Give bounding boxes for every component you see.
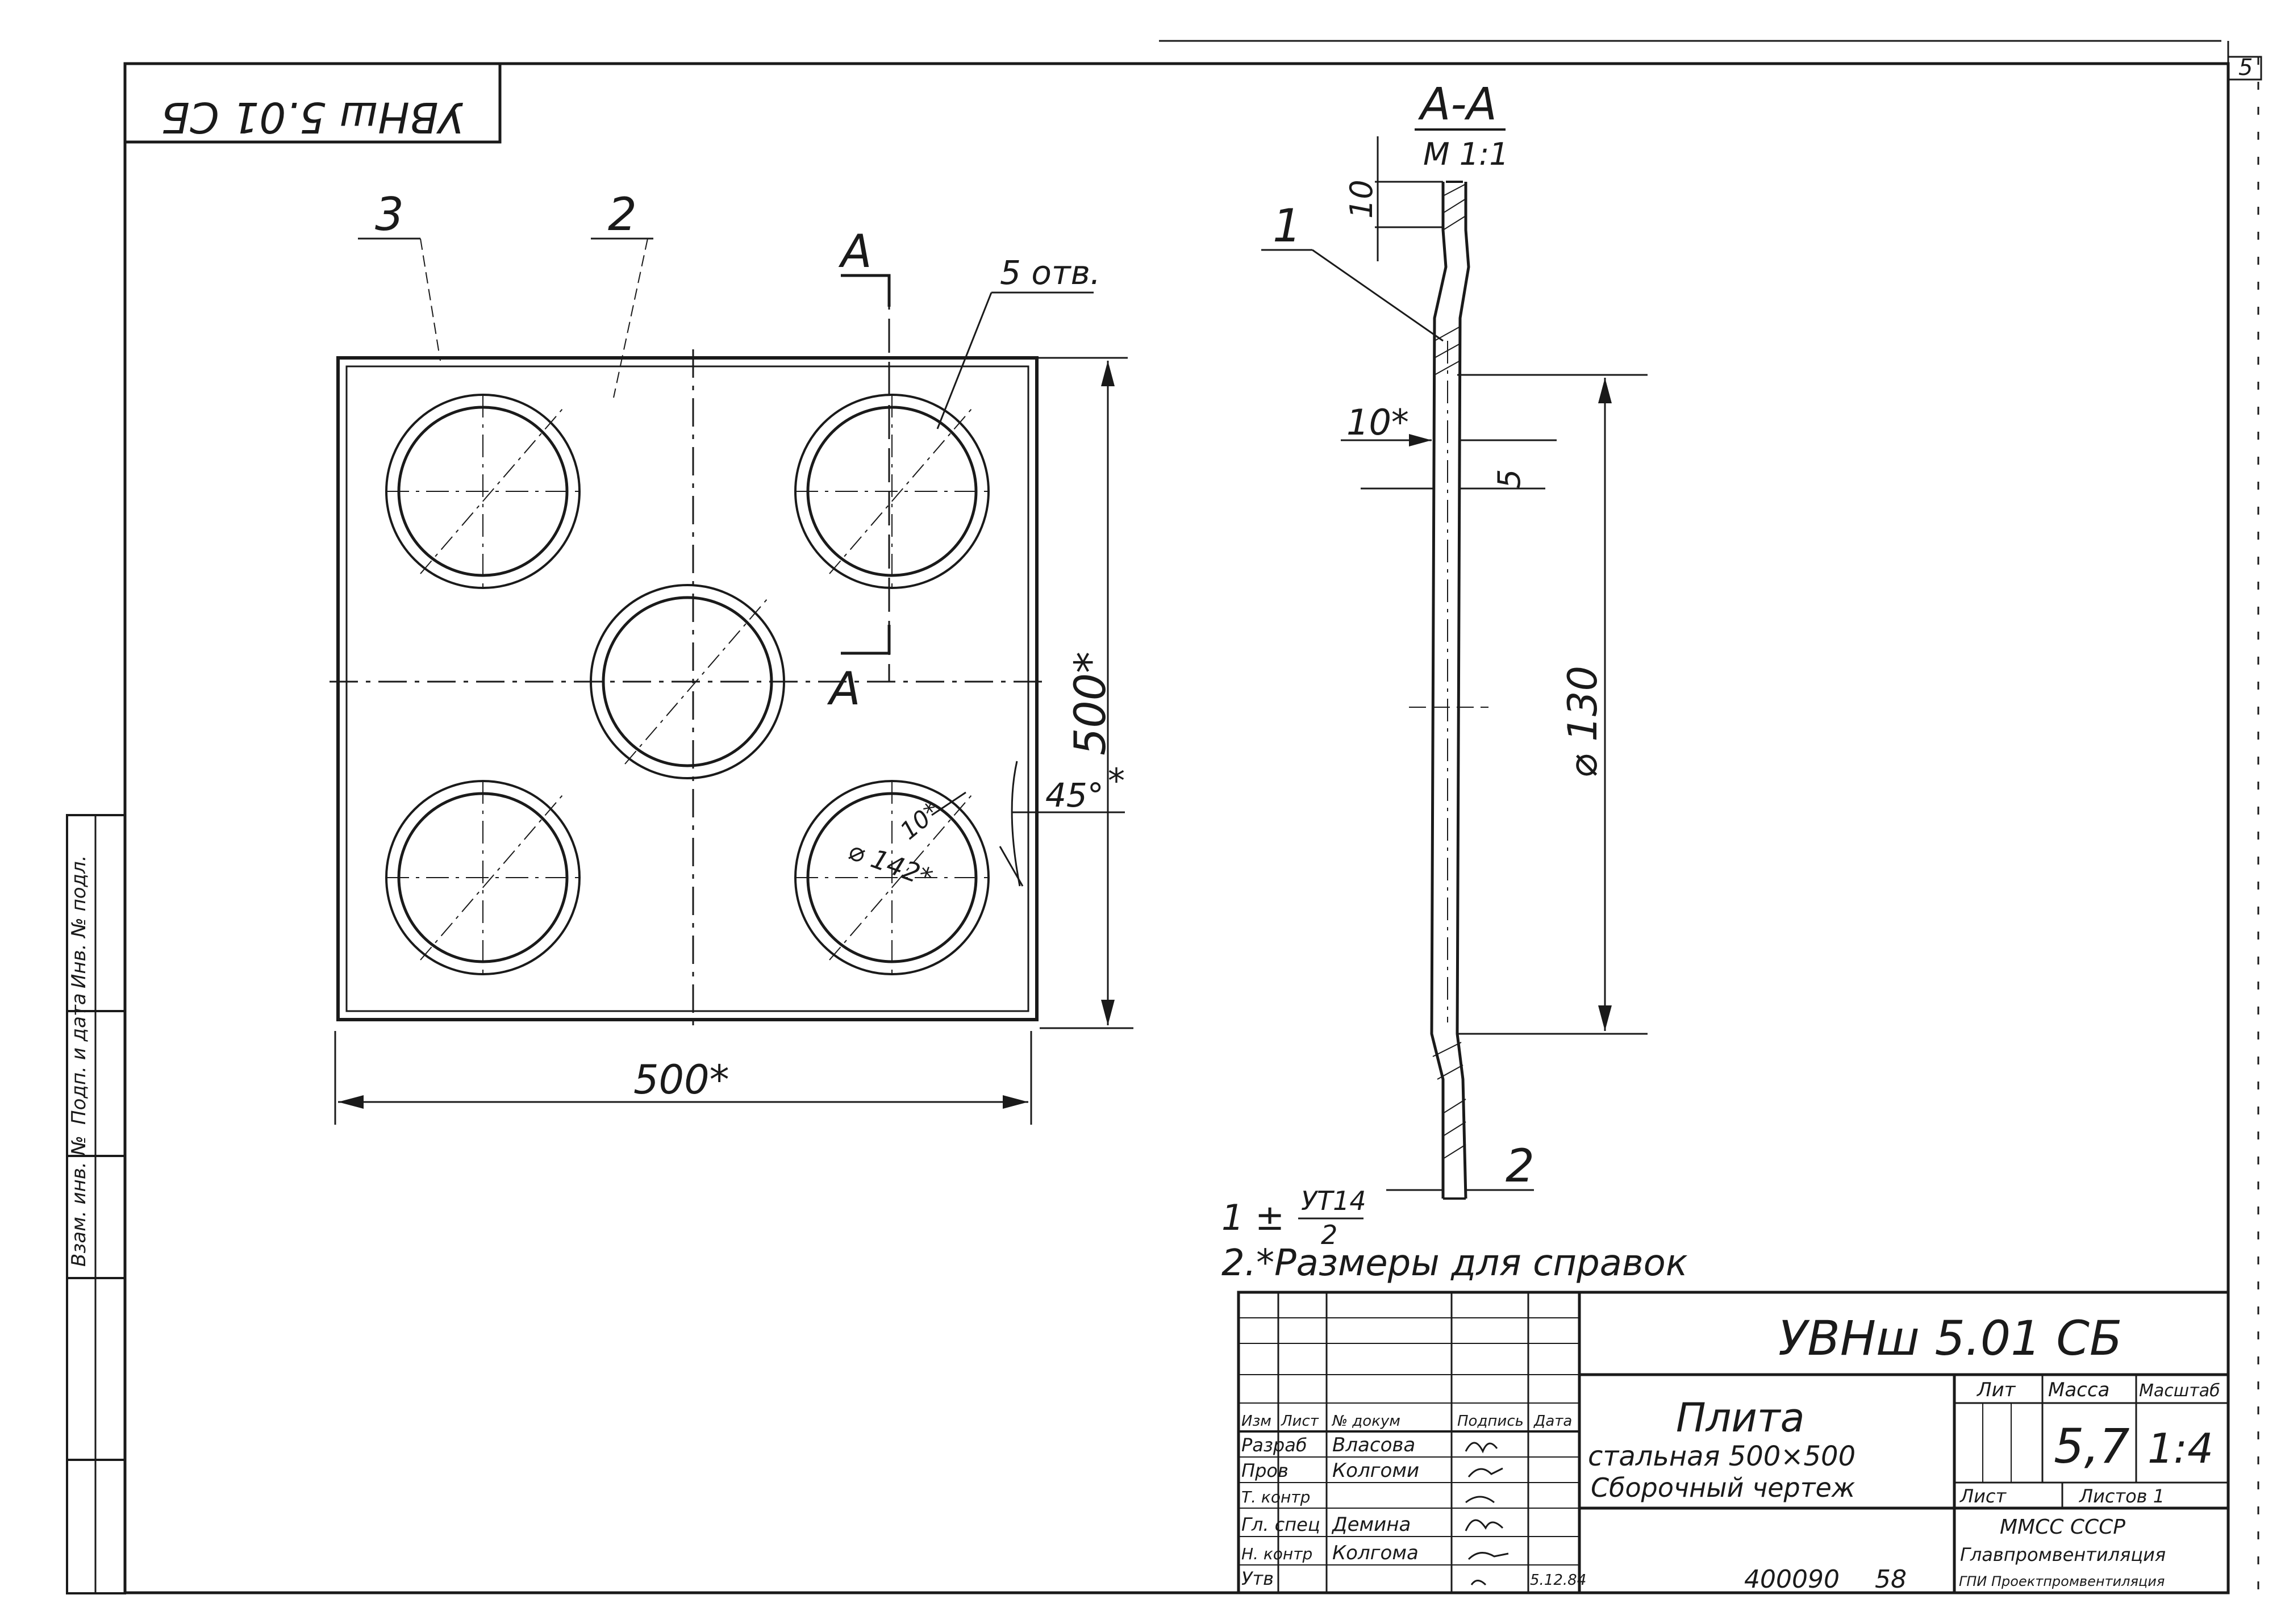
hole-center (590, 584, 785, 779)
tb-name-line2: стальная 500×500 (1588, 1441, 1855, 1472)
tb-role-5: Утв (1241, 1568, 1274, 1589)
note-2: 2.*Размеры для справок (1221, 1242, 1688, 1284)
tb-mass-value: 5,7 (2054, 1418, 2130, 1474)
dim-star: * (1108, 761, 1125, 801)
tb-date-5: 5.12.84 (1530, 1572, 1586, 1589)
dim-edge: 10* (1346, 402, 1409, 443)
tb-header-doc: № докум (1331, 1413, 1400, 1430)
tb-role-1: Пров (1241, 1460, 1289, 1481)
signature-marks (1465, 1442, 1509, 1586)
hole-bottom-left (385, 780, 581, 975)
tb-role-4: Н. контр (1241, 1544, 1312, 1563)
notes: 1 ± УТ14 2 2.*Размеры для справок (1221, 1185, 1688, 1284)
strip-label-sign-date: Подп. и дата (68, 993, 90, 1125)
inverted-stamp-code: УВНш 5.01 СБ (161, 93, 464, 141)
callout-holes: 5 отв. (1000, 253, 1100, 292)
section-scale: М 1:1 (1423, 136, 1509, 172)
tb-person-0: Власова (1332, 1434, 1415, 1456)
tb-header-signature: Подпись (1457, 1413, 1524, 1430)
tb-lit-label: Лит (1976, 1379, 2016, 1401)
note-1-numerator: УТ14 (1301, 1185, 1366, 1216)
section-a-a: А-А М 1:1 10 1 (1261, 79, 1648, 1200)
tb-role-2: Т. контр (1241, 1488, 1310, 1506)
corner-sheet-number: 5 (2238, 55, 2253, 81)
note-1-prefix: 1 ± (1221, 1197, 1285, 1238)
inverted-stamp: УВНш 5.01 СБ (123, 62, 502, 144)
dim-height: 500* (1065, 652, 1115, 755)
tb-person-3: Демина (1331, 1513, 1411, 1536)
callout-part3: 3 (375, 188, 404, 241)
tb-archive-number: 400090 (1744, 1565, 1840, 1594)
hole-top-left (385, 394, 581, 589)
dim-width: 500* (633, 1057, 729, 1103)
note-1-denominator: 2 (1321, 1220, 1337, 1250)
section-title: А-А (1417, 79, 1497, 130)
section-callout-1: 1 (1273, 199, 1302, 252)
strip-label-inventory: Инв. № подл. (68, 855, 90, 988)
cut-label-bottom: А (827, 662, 861, 715)
tb-header-sheet: Лист (1281, 1413, 1319, 1430)
tb-archive-sheet: 58 (1875, 1565, 1907, 1594)
tb-scale-value: 1:4 (2148, 1425, 2213, 1472)
callout-part2: 2 (608, 188, 637, 241)
tb-org-line1: ММСС СССР (2000, 1516, 2125, 1539)
title-block: Изм Лист № докум Подпись Дата Разраб Вла… (1237, 1291, 2230, 1594)
tb-designation: УВНш 5.01 СБ (1778, 1310, 2123, 1366)
tb-header-change: Изм (1241, 1413, 1271, 1430)
strip-label-replace: Взам. инв. № (68, 1135, 90, 1267)
tb-sheets-label: Листов 1 (2079, 1485, 2165, 1507)
dim-hole-diameter: ⌀ 142* (844, 835, 936, 894)
tb-person-4: Колгома (1332, 1542, 1419, 1564)
hole-top-right (794, 394, 990, 589)
tb-name-line1: Плита (1676, 1395, 1805, 1441)
dim-sheet: 5 (1491, 469, 1527, 489)
tb-role-3: Гл. спец (1241, 1514, 1320, 1535)
tb-org-line2: Главпромвентиляция (1960, 1544, 2166, 1565)
tb-header-date: Дата (1533, 1413, 1572, 1430)
left-binding-strip: Взам. инв. № Подп. и дата Инв. № подл. (66, 814, 126, 1594)
cut-label-top: А (838, 225, 872, 278)
tb-mass-label: Масса (2048, 1379, 2109, 1401)
plate-plan-view: А А 3 2 5 отв. 500* 500* * 45° ⌀ 142* 10 (330, 188, 1133, 1125)
dim-inner-diameter: ⌀ 130 (1560, 666, 1606, 778)
tb-person-1: Колгоми (1332, 1459, 1419, 1482)
tb-name-line3: Сборочный чертеж (1591, 1472, 1855, 1503)
dim-hole-gap: 10* (895, 796, 945, 845)
tb-sheet-label: Лист (1959, 1485, 2007, 1507)
dim-angle: 45° (1045, 776, 1104, 815)
section-hatch (1432, 184, 1466, 1159)
hole-bottom-right (794, 780, 1024, 975)
tb-scale-label: Масштаб (2139, 1381, 2220, 1401)
dim-thickness-top: 10 (1344, 179, 1379, 219)
dim-bottom-callout: 2 (1506, 1139, 1535, 1192)
tb-org-line3: ГПИ Проектпромвентиляция (1959, 1573, 2165, 1589)
tb-role-0: Разраб (1241, 1434, 1307, 1456)
